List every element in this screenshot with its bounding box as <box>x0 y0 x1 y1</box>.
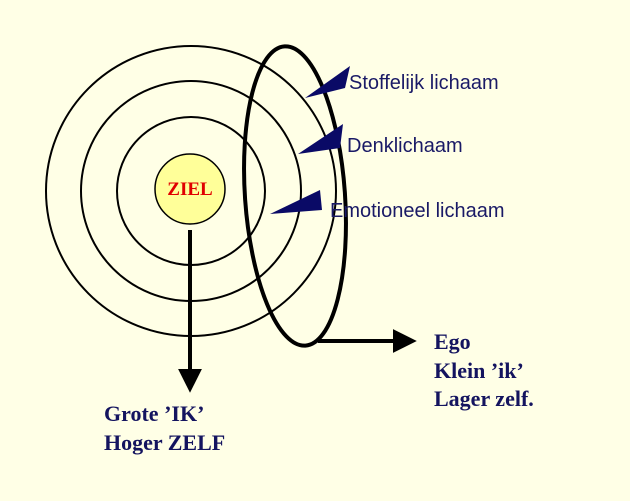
core-circle <box>154 153 226 225</box>
pointer-denklichaam <box>298 124 343 154</box>
layer-label-stoffelijk: Stoffelijk lichaam <box>349 72 499 94</box>
ego-label-line-1: Ego <box>434 329 471 354</box>
higher-self-label-line-2: Hoger ZELF <box>104 430 225 455</box>
pointer-stoffelijk <box>305 66 350 98</box>
ego-label-line-3: Lager zelf. <box>434 386 534 411</box>
higher-self-label-line-1: Grote ’IK’ <box>104 401 204 426</box>
ego-label-line-2: Klein ’ik’ <box>434 358 524 383</box>
layer-label-emotioneel: Emotioneel lichaam <box>330 200 505 222</box>
pointer-emotioneel <box>270 190 322 214</box>
core-label: ZIEL <box>167 179 212 200</box>
layer-label-denklichaam: Denklichaam <box>347 135 463 157</box>
ego-ellipse <box>242 44 348 348</box>
